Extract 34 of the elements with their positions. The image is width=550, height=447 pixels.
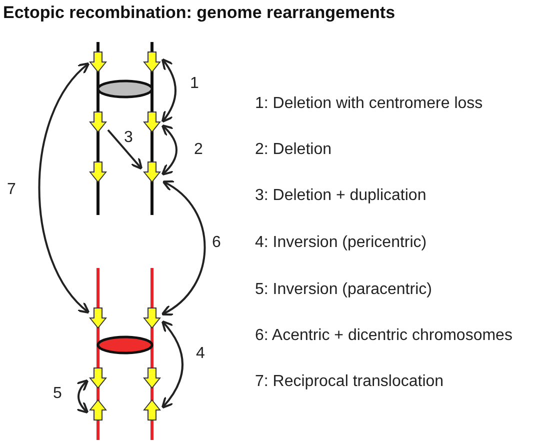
block-arrow-icon [143, 399, 161, 421]
block-arrow-icon [143, 51, 161, 73]
key-text: 5: Inversion (paracentric) [255, 281, 432, 299]
block-arrow-icon [143, 307, 161, 329]
title: Ectopic recombination: genome rearrangements [3, 3, 396, 23]
block-arrow-icon [89, 51, 107, 73]
key-text: 4: Inversion (pericentric) [255, 234, 427, 252]
key-text: 7: Reciprocal translocation [255, 373, 444, 391]
block-arrow-icon [89, 111, 107, 133]
key-text: 2: Deletion [255, 141, 332, 159]
block-arrow-icon [89, 399, 107, 421]
double-headed-arrow [161, 58, 176, 123]
arrow [107, 129, 143, 170]
edge-label: 5 [53, 386, 62, 402]
key-text: 1: Deletion with centromere loss [255, 95, 483, 113]
edge-label: 7 [7, 182, 16, 198]
block-arrow-icon [89, 367, 107, 389]
double-headed-arrow [161, 320, 184, 409]
block-arrow-icon [143, 367, 161, 389]
edge-label: 1 [190, 76, 199, 92]
block-arrow-icon [143, 111, 161, 133]
double-headed-arrow [38, 62, 90, 314]
double-headed-arrow [161, 124, 178, 176]
block-arrow-icon [143, 161, 161, 183]
key-text: 3: Deletion + duplication [255, 187, 426, 205]
edge-label: 6 [212, 235, 221, 251]
key-text: 6: Acentric + dicentric chromosomes [255, 327, 512, 345]
double-headed-arrow [76, 379, 89, 414]
edge-label: 4 [196, 346, 205, 362]
edge-label: 2 [194, 142, 203, 158]
block-arrow-icon [89, 307, 107, 329]
block-arrow-icon [89, 161, 107, 183]
edge-label: 3 [124, 130, 133, 146]
double-headed-arrow [161, 180, 206, 316]
